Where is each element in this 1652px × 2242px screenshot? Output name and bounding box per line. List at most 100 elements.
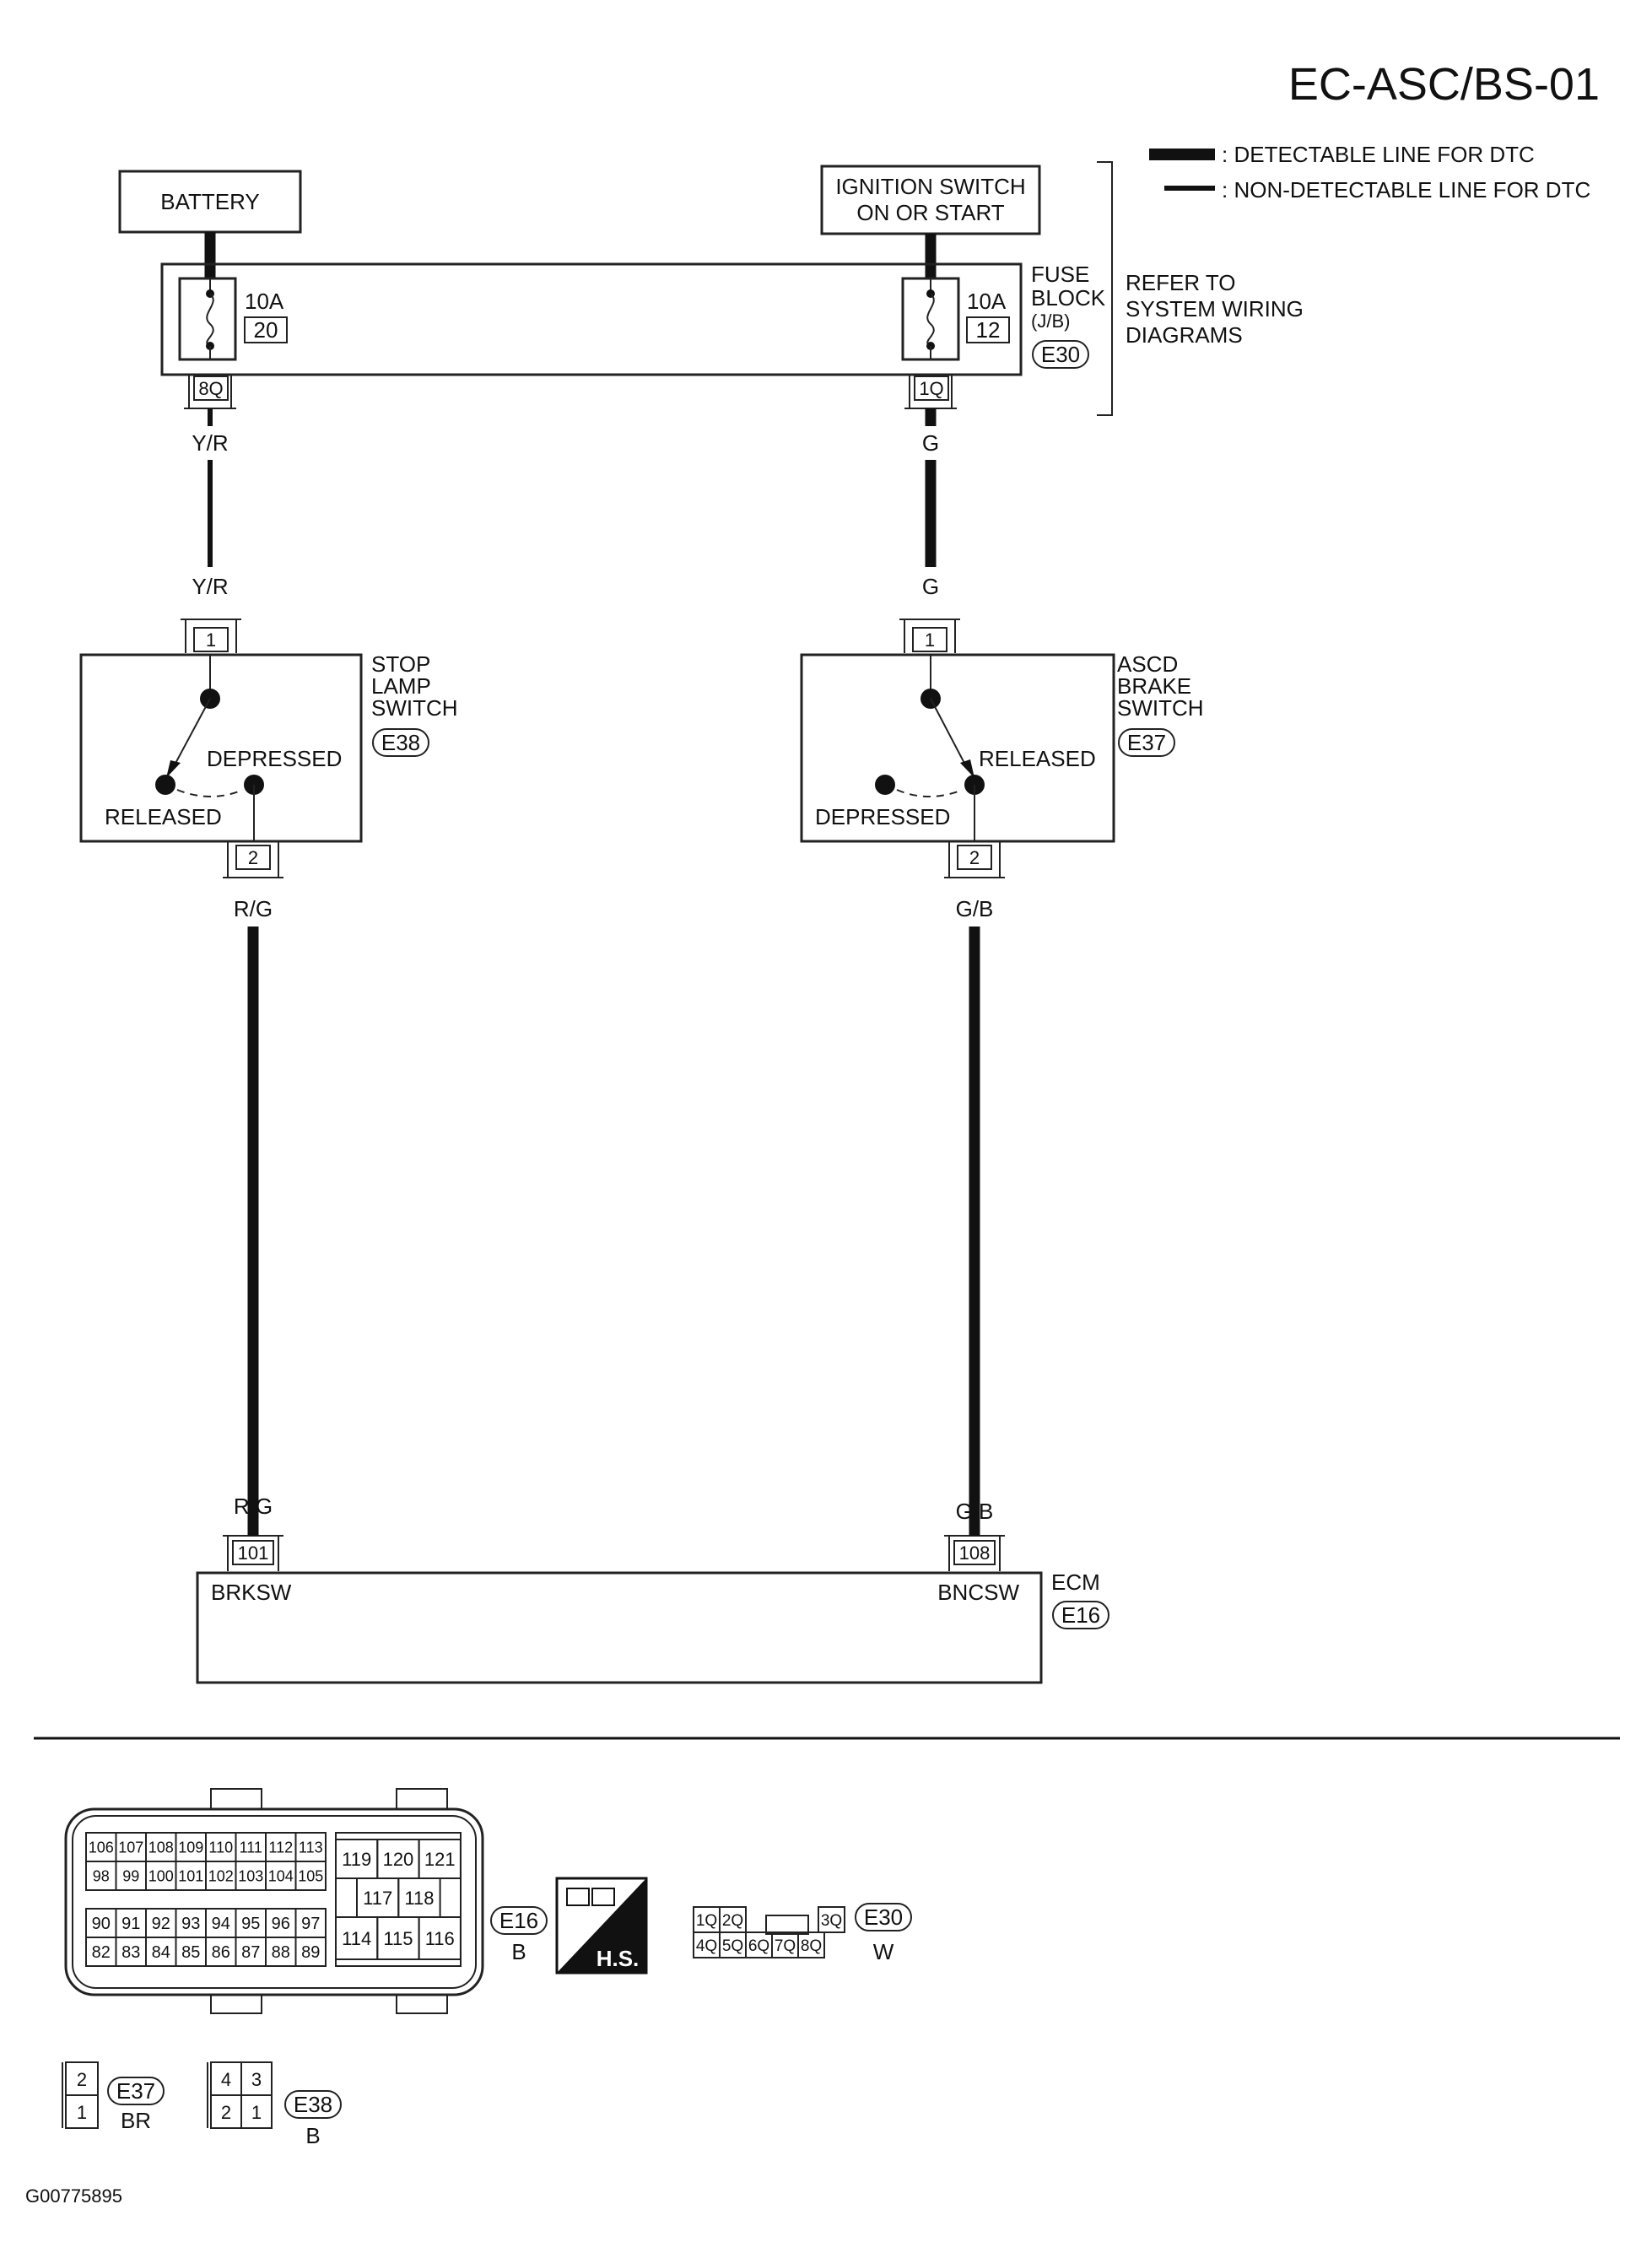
e30-pin-label: 4Q	[696, 1937, 717, 1955]
wire-left-top-label: Y/R	[192, 430, 228, 456]
fuse-block-line1: FUSE	[1031, 262, 1089, 287]
legend-detectable-label: : DETECTABLE LINE FOR DTC	[1222, 142, 1535, 167]
refer-line2: SYSTEM WIRING	[1126, 296, 1304, 321]
refer-line3: DIAGRAMS	[1126, 322, 1243, 348]
e16-pin-label: 94	[212, 1915, 230, 1933]
e16-pin-label: 96	[272, 1915, 290, 1933]
diagram-title: EC-ASC/BS-01	[1288, 59, 1600, 110]
ecm-term-left: BRKSW	[211, 1580, 292, 1605]
ecm-term-right: BNCSW	[937, 1580, 1019, 1605]
ascd-line3: SWITCH	[1117, 695, 1204, 721]
stop-lamp-switch: 1 DEPRESSED RELEASED STOP LAMP SWITCH E3…	[79, 619, 458, 878]
e30-label-color: W	[873, 1939, 894, 1964]
e38-pin-2: 2	[221, 2102, 231, 2123]
terminal-8q-label: 8Q	[198, 378, 223, 399]
e16-pin-label: 86	[212, 1943, 230, 1962]
e38-pin-1: 1	[251, 2102, 262, 2123]
stop-lamp-pin-in: 1	[206, 629, 216, 651]
battery-label: BATTERY	[160, 189, 260, 214]
e16-pin-label: 99	[122, 1867, 139, 1884]
e16-pin-label: 120	[383, 1849, 414, 1870]
terminal-1q-label: 1Q	[919, 378, 943, 399]
e30-pin-label: 7Q	[775, 1937, 796, 1955]
e30-pin-cell	[797, 1931, 825, 1958]
stop-lamp-state-a: DEPRESSED	[207, 746, 342, 771]
e30-label: E30 W	[855, 1903, 912, 1964]
e16-label-id: E16	[499, 1908, 538, 1933]
e30-pin-label: 8Q	[801, 1937, 822, 1955]
stop-lamp-line1: STOP	[371, 651, 430, 677]
e16-pin-label: 104	[268, 1867, 294, 1884]
ascd-line2: BRAKE	[1117, 673, 1191, 699]
e37-label-id: E37	[116, 2078, 155, 2104]
legend-non-detectable-label: : NON-DETECTABLE LINE FOR DTC	[1222, 177, 1590, 203]
stop-lamp-state-b: RELEASED	[105, 804, 222, 829]
e16-pin-label: 107	[118, 1839, 143, 1856]
legend-detectable-swatch	[1149, 149, 1215, 160]
e30-label-id: E30	[864, 1904, 903, 1930]
ecm: 101 108 BRKSW BNCSW ECM E16	[196, 1490, 1109, 1684]
e37-pin-top: 2	[77, 2069, 87, 2090]
e37-pin-bottom: 1	[77, 2102, 87, 2123]
ascd-pin-out: 2	[969, 847, 980, 868]
e16-pin-label: 116	[425, 1928, 455, 1949]
ecm-connector: E16	[1061, 1602, 1100, 1628]
e37-label-color: BR	[121, 2108, 151, 2133]
right-fuse-rating: 10A	[967, 289, 1007, 314]
e16-pin-label: 83	[121, 1943, 140, 1962]
refer-bracket: REFER TO SYSTEM WIRING DIAGRAMS	[1097, 161, 1304, 416]
e16-pin-label: 121	[424, 1849, 456, 1870]
e38-pin-3: 3	[251, 2069, 262, 2090]
e16-pin-label: 102	[208, 1867, 234, 1884]
e16-pin-label: 119	[342, 1849, 371, 1870]
wire-right-bottom-label: G/B	[956, 896, 994, 921]
stop-lamp-line2: LAMP	[371, 673, 431, 699]
e38-pin-4: 4	[221, 2069, 231, 2090]
ecm-pin-left: 101	[238, 1542, 269, 1564]
e16-pin-label: 117	[363, 1888, 392, 1909]
e16-pin-label: 109	[178, 1839, 203, 1856]
e16-pin-label: 97	[301, 1915, 320, 1933]
e38-connector-view: 4 3 2 1 E38 B	[207, 2061, 342, 2148]
stop-lamp-line3: SWITCH	[371, 695, 458, 721]
wire-left-bottom-label: R/G	[234, 896, 273, 921]
stop-lamp-connector: E38	[381, 730, 420, 755]
e16-pin-label: 115	[383, 1928, 413, 1949]
right-fuse-number: 12	[976, 317, 1001, 343]
wire-right-top-label: G	[922, 430, 939, 456]
e38-label-color: B	[305, 2123, 320, 2148]
fuse-block-connector: E30	[1041, 342, 1080, 367]
e16-pin-label: 113	[299, 1839, 323, 1856]
e38-label-id: E38	[294, 2092, 332, 2117]
e16-pin-label: 90	[92, 1915, 111, 1933]
e16-pin-label: 103	[238, 1867, 263, 1884]
figure-code: G00775895	[25, 2185, 122, 2207]
battery-box: BATTERY	[118, 170, 302, 234]
e16-pin-label: 95	[241, 1915, 260, 1933]
e30-pin-label: 1Q	[696, 1912, 717, 1930]
e16-pin-label: 100	[148, 1867, 174, 1884]
e16-pin-label: 101	[178, 1867, 203, 1884]
ignition-line2: ON OR START	[856, 200, 1004, 225]
e16-pin-label: 89	[301, 1943, 320, 1962]
ecm-label: ECM	[1051, 1569, 1100, 1595]
e16-pin-label: 118	[404, 1888, 434, 1909]
ascd-line1: ASCD	[1117, 651, 1178, 677]
ignition-switch-box: IGNITION SWITCH ON OR START	[820, 165, 1041, 235]
wire-right-top2-label: G	[922, 574, 939, 599]
e16-pin-label: 108	[148, 1839, 174, 1856]
e16-pin-label: 92	[152, 1915, 170, 1933]
e16-label-color: B	[511, 1939, 526, 1964]
e16-pin-label: 85	[181, 1943, 200, 1962]
e16-pin-label: 98	[93, 1867, 110, 1884]
e16-pin-label: 84	[152, 1943, 170, 1962]
e16-pin-label: 111	[240, 1839, 262, 1856]
e16-pin-label: 93	[181, 1915, 200, 1933]
ascd-brake-switch: 1 RELEASED DEPRESSED ASCD BRAKE SWITCH E…	[800, 619, 1204, 878]
ascd-state-a: RELEASED	[979, 746, 1096, 771]
e16-pin-label: 105	[298, 1867, 323, 1884]
e30-pin-label: 3Q	[821, 1912, 842, 1930]
